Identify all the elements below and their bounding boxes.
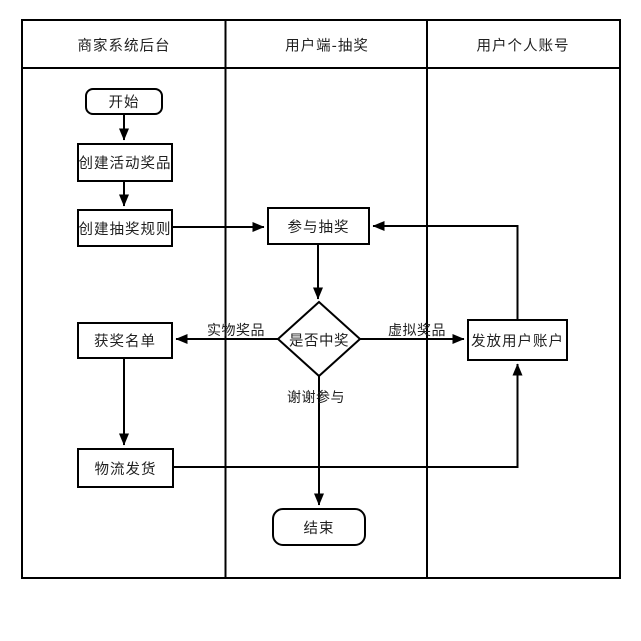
decision-diamond-shape [276, 300, 362, 378]
edge-shipping-to-issue-account [174, 363, 523, 468]
lane-header-merchant-backend: 商家系统后台 [77, 38, 171, 55]
swimlane-frame [21, 19, 621, 579]
node-join-lottery: 参与抽奖 [267, 207, 370, 245]
node-create-rule: 创建抽奖规则 [77, 209, 173, 247]
edge-label-virtual-prize: 虚拟奖品 [388, 323, 446, 339]
lane-header-user-lottery: 用户端-抽奖 [285, 38, 369, 55]
flow-connectors [119, 115, 523, 506]
node-decision-label: 是否中奖 [289, 333, 349, 350]
edge-label-physical-prize: 实物奖品 [207, 323, 265, 339]
node-issue-account: 发放用户账户 [467, 319, 568, 361]
node-create-prize: 创建活动奖品 [77, 143, 173, 182]
edge-label-thanks-for-participating: 谢谢参与 [287, 390, 345, 406]
swimlane-outer-border [21, 19, 621, 579]
lane-header-user-account: 用户个人账号 [476, 38, 570, 55]
node-end: 结束 [272, 508, 366, 546]
node-start: 开始 [85, 88, 163, 115]
node-shipping: 物流发货 [77, 448, 174, 488]
edge-issue-account-to-join-lottery [372, 221, 519, 319]
node-winner-list: 获奖名单 [77, 322, 173, 359]
